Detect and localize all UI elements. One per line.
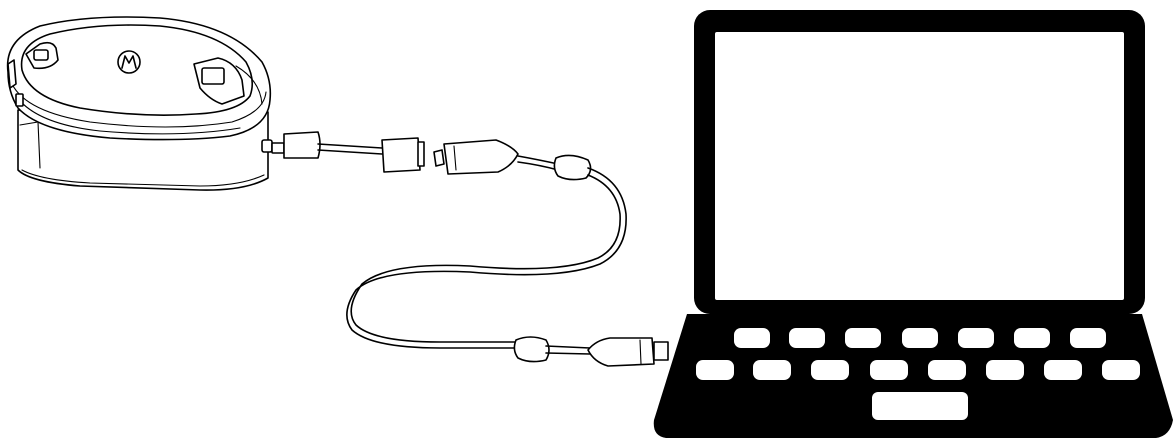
usb-adapter-icon [271,131,425,173]
charging-cradle-icon [6,16,273,191]
usb-cable-icon [346,139,669,367]
laptop-icon [653,10,1173,438]
